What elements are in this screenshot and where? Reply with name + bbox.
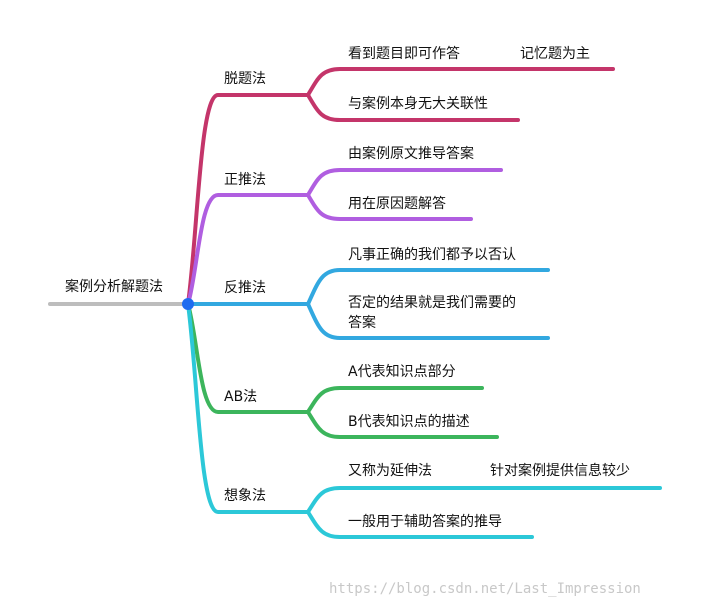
leaf-label-5-1: 又称为延伸法 [348, 463, 432, 479]
branch-connector-2 [186, 193, 310, 306]
leaf-label-3-1: 凡事正确的我们都予以否认 [348, 247, 516, 263]
leaf-label-4-1: A代表知识点部分 [348, 363, 456, 380]
leaf-connector-4-1 [306, 386, 484, 414]
leaf-label-3-2b: 答案 [348, 314, 376, 331]
leaf-connector-3-1 [306, 268, 550, 306]
leaf-connector-5-1 [306, 486, 662, 514]
leaf-connector-5-2 [306, 510, 534, 539]
leaf-label-2-2: 用在原因题解答 [348, 195, 446, 212]
leaf-connector-2-1 [306, 168, 503, 197]
leaf-connector-1-1 [306, 67, 615, 97]
leaf-extra-1-1: 记忆题为主 [520, 46, 590, 62]
leaf-label-5-2: 一般用于辅助答案的推导 [348, 513, 502, 530]
leaf-connector-2-2 [306, 193, 473, 221]
branch-connector-1 [186, 93, 310, 306]
leaf-extra-5-1: 针对案例提供信息较少 [490, 462, 630, 479]
leaf-label-1-2: 与案例本身无大关联性 [348, 95, 488, 112]
leaf-connector-3-2 [306, 302, 550, 340]
leaf-connector-4-2 [306, 410, 499, 439]
leaf-label-1-1: 看到题目即可作答 [348, 45, 460, 62]
watermark-url: https://blog.csdn.net/Last_Impression [329, 581, 641, 597]
branch-label-5: 想象法 [224, 488, 266, 504]
branch-label-3: 反推法 [224, 280, 266, 296]
branch-label-2: 正推法 [224, 172, 266, 188]
leaf-connector-1-2 [306, 93, 520, 122]
branch-label-4: AB法 [224, 389, 257, 405]
leaf-label-3-2: 否定的结果就是我们需要的 [348, 295, 516, 311]
leaf-label-2-1: 由案例原文推导答案 [348, 145, 474, 162]
leaf-label-4-2: B代表知识点的描述 [348, 413, 470, 430]
branch-connector-5 [186, 302, 310, 514]
branch-label-1: 脱题法 [224, 71, 266, 87]
root-label: 案例分析解题法 [65, 278, 163, 295]
root-node-dot [182, 298, 194, 310]
